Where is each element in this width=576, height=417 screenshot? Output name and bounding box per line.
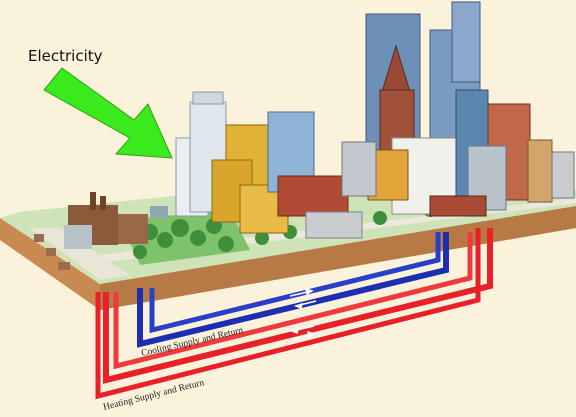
street [30, 228, 130, 280]
heating-pipes [95, 228, 493, 400]
small-houses [34, 206, 168, 270]
right-buildings [429, 89, 575, 217]
double-arrow-icon [289, 287, 317, 341]
ground-lower-soil [100, 206, 576, 310]
electricity-label: Electricity [28, 47, 103, 65]
energy-plant [64, 192, 148, 249]
green-arrow-icon [43, 67, 173, 159]
white-tower [175, 91, 227, 217]
brick-block [277, 175, 363, 239]
skyline-towers [365, 1, 481, 163]
